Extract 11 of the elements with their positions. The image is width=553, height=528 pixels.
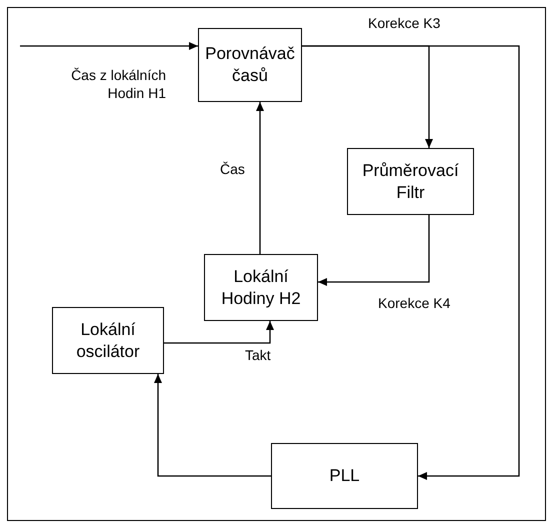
arrow <box>302 45 433 148</box>
arrow <box>318 215 430 286</box>
arrow <box>154 374 271 477</box>
process-box: Průměrovací Filtr <box>347 148 474 215</box>
process-box: PLL <box>271 443 418 509</box>
process-box: Lokální Hodiny H2 <box>204 254 318 321</box>
process-box: Lokální oscilátor <box>52 307 164 374</box>
process-box: Porovnávač časů <box>198 28 302 102</box>
arrow <box>256 102 264 254</box>
arrow <box>20 42 198 50</box>
arrow <box>164 321 274 344</box>
